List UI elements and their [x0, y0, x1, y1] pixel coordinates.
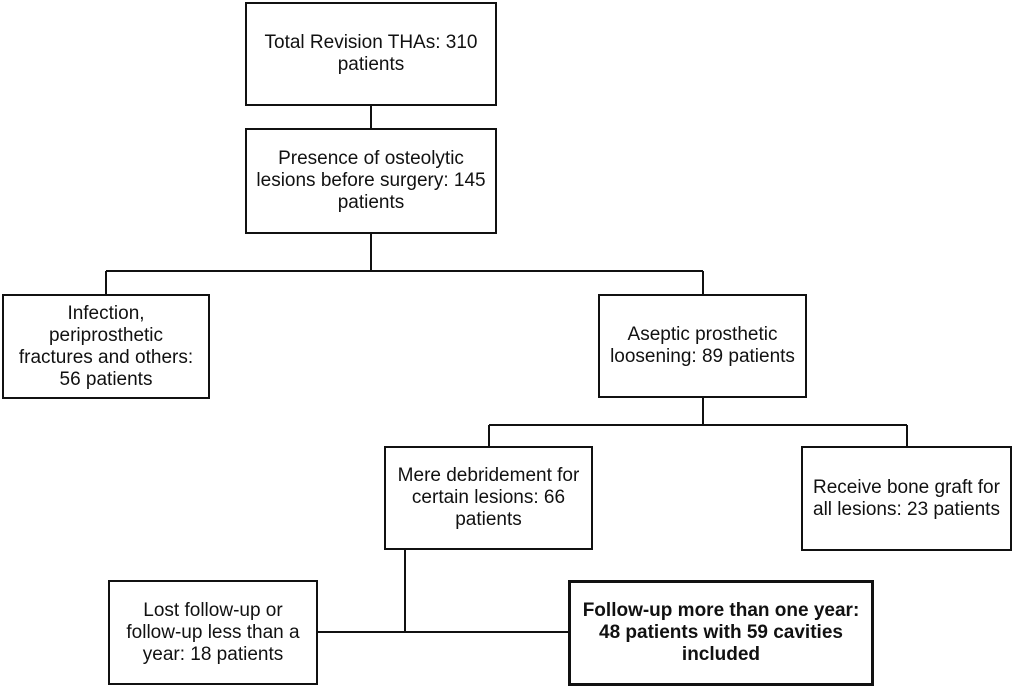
lost-followup-text: Lost follow-up or follow-up less than a …: [126, 599, 300, 665]
infection-text: Infection, periprosthetic fractures and …: [18, 302, 194, 390]
total-revision-text: Total Revision THAs: 310 patients: [264, 32, 478, 75]
lost-followup-box: Lost follow-up or follow-up less than a …: [108, 580, 318, 685]
osteolytic-lesions-box: Presence of osteolytic lesions before su…: [245, 128, 497, 234]
bone-graft-text: Receive bone graft for all lesions: 23 p…: [813, 476, 1000, 520]
infection-box: Infection, periprosthetic fractures and …: [2, 294, 210, 399]
debridement-box: Mere debridement for certain lesions: 66…: [384, 446, 593, 550]
debridement-text: Mere debridement for certain lesions: 66…: [397, 465, 580, 530]
total-revision-box: Total Revision THAs: 310 patients: [245, 2, 497, 106]
aseptic-loosening-box: Aseptic prosthetic loosening: 89 patient…: [598, 294, 807, 398]
aseptic-loosening-text: Aseptic prosthetic loosening: 89 patient…: [610, 324, 795, 367]
included-patients-text: Follow-up more than one year: 48 patient…: [582, 600, 860, 665]
osteolytic-lesions-text: Presence of osteolytic lesions before su…: [256, 148, 486, 213]
bone-graft-box: Receive bone graft for all lesions: 23 p…: [801, 446, 1012, 551]
included-patients-box: Follow-up more than one year: 48 patient…: [568, 580, 874, 686]
